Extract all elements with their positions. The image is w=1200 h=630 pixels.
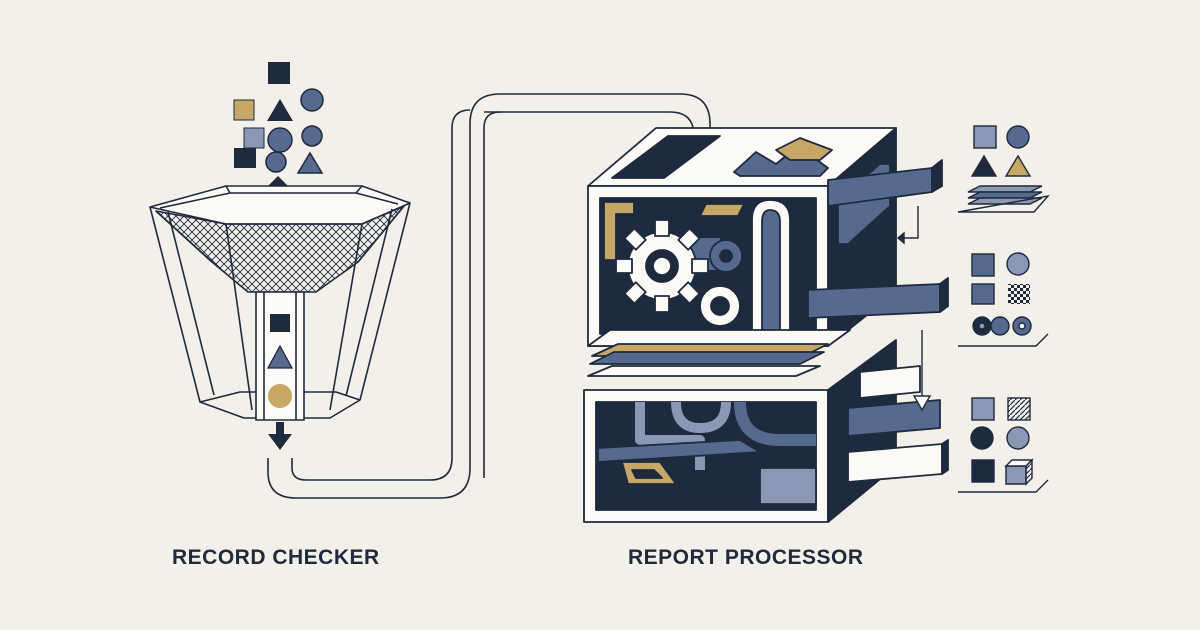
output-group-stack bbox=[957, 125, 1050, 213]
circle-icon bbox=[267, 127, 293, 153]
square-icon bbox=[268, 62, 290, 84]
square-icon bbox=[270, 314, 290, 332]
square-icon bbox=[233, 99, 255, 121]
checker-icon bbox=[1008, 284, 1030, 304]
circle-icon bbox=[300, 88, 324, 112]
output-group-cube bbox=[958, 397, 1049, 493]
circle-icon bbox=[265, 151, 287, 173]
output-flow-arrows bbox=[896, 206, 932, 412]
hatched-square-icon bbox=[1007, 397, 1031, 421]
gear-icon bbox=[699, 285, 741, 327]
triangle-icon bbox=[1004, 154, 1032, 177]
shape-group-stack-icon bbox=[967, 185, 1043, 205]
shape-group-cube-icon bbox=[1004, 458, 1034, 486]
funnel-chute-shapes bbox=[266, 314, 294, 450]
gear-icon bbox=[615, 219, 709, 313]
falling-shapes bbox=[233, 62, 327, 207]
triangle-icon bbox=[267, 99, 293, 121]
arrow-down-icon bbox=[276, 422, 284, 436]
triangle-icon bbox=[266, 344, 294, 369]
output-group-rolls bbox=[958, 252, 1049, 347]
circle-icon bbox=[970, 426, 994, 450]
record-checker-label: RECORD CHECKER bbox=[172, 546, 380, 569]
circle-icon bbox=[1006, 426, 1030, 450]
triangle-icon bbox=[296, 151, 324, 174]
arrow-down-icon bbox=[912, 395, 932, 412]
circle-icon bbox=[1006, 125, 1030, 149]
gear-icon bbox=[709, 239, 743, 273]
arrow-down-icon bbox=[896, 231, 905, 245]
square-icon bbox=[971, 459, 995, 483]
square-icon bbox=[971, 397, 995, 421]
square-icon bbox=[243, 127, 265, 149]
triangle-icon bbox=[970, 154, 998, 177]
circle-icon bbox=[1006, 252, 1030, 276]
circle-icon bbox=[268, 384, 292, 408]
shape-group-rolls-icon bbox=[972, 316, 1032, 336]
circle-icon bbox=[301, 125, 323, 147]
square-icon bbox=[971, 253, 995, 277]
square-icon bbox=[971, 283, 995, 305]
report-processor-label: REPORT PROCESSOR bbox=[628, 546, 864, 569]
machine-icon bbox=[583, 127, 949, 523]
square-icon bbox=[234, 148, 256, 168]
square-icon bbox=[973, 125, 997, 149]
